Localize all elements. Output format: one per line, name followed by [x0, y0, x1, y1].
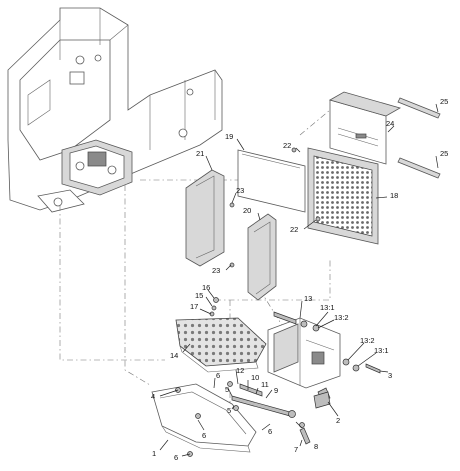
part-18-screen — [291, 147, 379, 245]
callout-9: 9 — [274, 386, 278, 395]
callout-20: 20 — [243, 206, 251, 215]
callout-labels: 25 24 25 19 22 21 23 18 20 22 23 16 15 1… — [151, 97, 448, 462]
callout-13: 13 — [304, 294, 312, 303]
callout-8: 8 — [314, 442, 318, 451]
callout-25-lower: 25 — [440, 149, 448, 158]
callout-15: 15 — [195, 291, 203, 300]
callout-17: 17 — [190, 302, 198, 311]
callout-13-1-lower: 13:1 — [374, 346, 389, 355]
callout-13-2-upper: 13:2 — [334, 313, 349, 322]
callout-12: 12 — [236, 366, 244, 375]
pedal-mount-bracket — [267, 317, 341, 403]
callout-6-bottom: 6 — [174, 453, 178, 462]
callout-leaders — [159, 103, 439, 457]
callout-11: 11 — [261, 380, 269, 389]
callout-22-top: 22 — [283, 141, 291, 150]
hardware-fasteners — [175, 297, 381, 457]
control-housing — [37, 139, 133, 213]
callout-4: 4 — [151, 392, 155, 401]
callout-23-lower: 23 — [212, 266, 220, 275]
callout-19: 19 — [225, 132, 233, 141]
callout-10: 10 — [251, 373, 259, 382]
callout-16: 16 — [202, 283, 210, 292]
callout-13-2-lower: 13:2 — [360, 336, 375, 345]
part-1-footrest — [151, 383, 257, 453]
part-21-side-panel — [185, 169, 235, 268]
callout-22-lower: 22 — [290, 225, 298, 234]
callout-25-top: 25 — [440, 97, 448, 106]
callout-13-1-upper: 13:1 — [320, 303, 335, 312]
callout-7: 7 — [294, 445, 298, 454]
callout-6-middle: 6 — [202, 431, 206, 440]
callout-5-lower: 5 — [227, 406, 231, 415]
callout-24: 24 — [386, 119, 394, 128]
callout-6-right: 6 — [268, 427, 272, 436]
callout-23-top: 23 — [236, 186, 244, 195]
callout-21: 21 — [196, 149, 204, 158]
part-24-rear-bracket — [328, 91, 402, 165]
callout-2: 2 — [336, 416, 340, 425]
part-25-seal-strips — [397, 97, 441, 179]
part-19-cover-plate — [237, 149, 306, 213]
chassis-frame — [7, 7, 223, 211]
callout-6-upper: 6 — [216, 371, 220, 380]
callout-3: 3 — [388, 371, 392, 380]
callout-5-upper: 5 — [225, 385, 229, 394]
callout-1: 1 — [152, 449, 156, 458]
part-20-side-shield — [247, 213, 277, 301]
callout-18: 18 — [390, 191, 398, 200]
callout-14: 14 — [170, 351, 178, 360]
part-14-tread-plate — [175, 317, 267, 373]
